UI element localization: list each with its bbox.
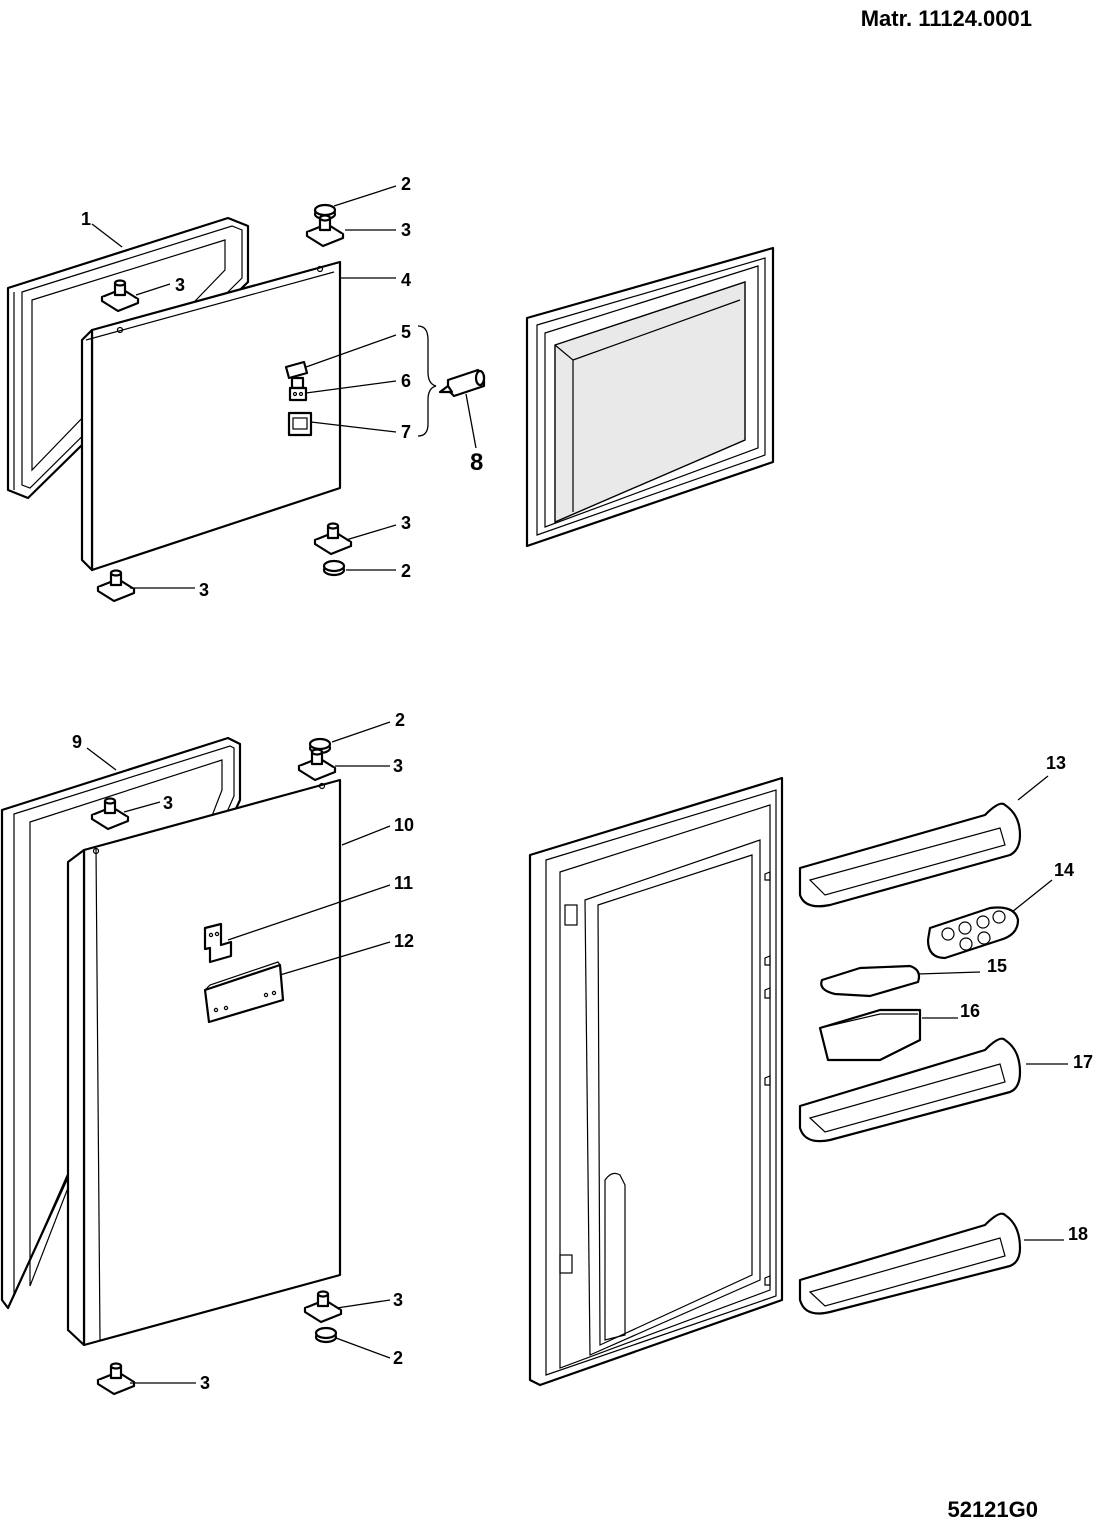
callout-13: 13 [1046,753,1066,773]
material-number: Matr. 11124.0001 [860,6,1032,31]
callout-3: 3 [393,756,403,776]
leader-lines [86,185,1068,1384]
door-shelf-18 [798,1212,1022,1315]
hinge-top-lower [313,522,353,556]
callout-7: 7 [401,422,411,442]
callout-12: 12 [394,931,414,951]
callout-3: 3 [393,1290,403,1310]
washer-bottom-lower [314,1326,338,1344]
door-shelf-13 [798,802,1022,908]
callout-2: 2 [401,561,411,581]
callout-2: 2 [401,174,411,194]
callout-1: 1 [81,209,91,229]
group-bracket [417,325,437,437]
hinge-bottom-upper [297,748,337,782]
callout-17: 17 [1073,1052,1093,1072]
callout-2: 2 [393,1348,403,1368]
door-shelf-17 [798,1037,1022,1143]
callout-10: 10 [394,815,414,835]
callout-14: 14 [1054,860,1074,880]
callout-3: 3 [175,275,185,295]
callout-5: 5 [401,322,411,342]
butter-dish-16 [818,1008,922,1062]
hinge-plate-11 [203,922,233,964]
washer-top-lower [322,559,346,577]
callout-11: 11 [394,873,413,893]
callout-3: 3 [163,793,173,813]
callout-8: 8 [470,449,483,476]
hinge-bottom-left-top [96,569,136,603]
callout-labels: 1 2 3 3 4 5 6 7 8 3 2 3 9 2 3 3 10 11 12… [72,174,1093,1393]
door-handle-8 [438,368,486,398]
callout-3: 3 [199,580,209,600]
egg-tray-14 [926,906,1020,960]
callout-3: 3 [200,1373,210,1393]
mounting-bar-12 [203,961,285,1024]
callout-18: 18 [1068,1224,1088,1244]
freezer-door-outer [80,260,342,572]
fridge-door-liner [528,776,784,1387]
callout-9: 9 [72,732,82,752]
callout-3: 3 [401,220,411,240]
hinge-bottom-lower [303,1290,343,1324]
hinge-bottom-left-bottom [96,1362,136,1396]
drawing-code: 52121G0 [947,1497,1038,1522]
fridge-door-outer [66,778,342,1347]
freezer-door-liner [525,246,775,548]
callout-4: 4 [401,270,411,290]
hinge-top-upper [305,214,345,248]
butter-lid-15 [820,964,921,998]
callout-6: 6 [401,371,411,391]
callout-15: 15 [987,956,1007,976]
callout-16: 16 [960,1001,980,1021]
handle-parts-5-6-7 [284,360,313,437]
callout-3: 3 [401,513,411,533]
callout-2: 2 [395,710,405,730]
